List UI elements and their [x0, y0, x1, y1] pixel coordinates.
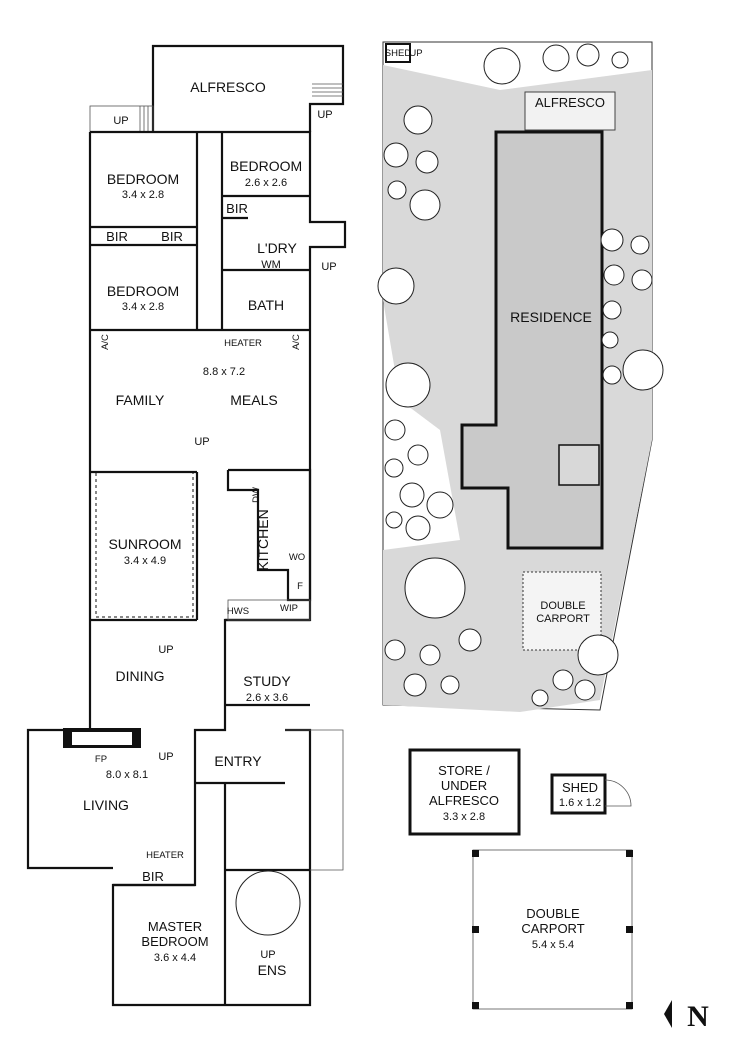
- bedroom-2-label: BEDROOM: [230, 158, 302, 174]
- north-label: N: [687, 1000, 709, 1033]
- bath-label: BATH: [248, 297, 284, 313]
- bedroom-1-size: 3.4 x 2.8: [122, 189, 164, 201]
- store-size: 3.3 x 2.8: [443, 811, 485, 823]
- ens-label: ENS: [258, 962, 287, 978]
- dining-label: DINING: [116, 668, 165, 684]
- site-plan: SHED UP ALFRESCO RESIDENCE DOUBLE CARPOR…: [377, 41, 664, 712]
- wo-label: WO: [289, 552, 305, 563]
- living-label: LIVING: [83, 797, 129, 813]
- site-carport-label-2: CARPORT: [536, 613, 590, 625]
- kitchen-label: KITCHEN: [255, 509, 271, 570]
- fp-label: FP: [95, 754, 107, 765]
- master-label-1: MASTER: [148, 919, 202, 934]
- bedroom-3-label: BEDROOM: [107, 283, 179, 299]
- carport-label-1: DOUBLE: [526, 906, 580, 921]
- shed-label: SHED: [562, 780, 598, 795]
- heater-label-1: HEATER: [224, 338, 262, 349]
- site-alfresco-label: ALFRESCO: [535, 95, 605, 110]
- study-label: STUDY: [243, 673, 291, 689]
- bir-label-2: BIR: [106, 229, 128, 244]
- bedroom-3-size: 3.4 x 2.8: [122, 301, 164, 313]
- ac-label-1: A/C: [100, 334, 111, 350]
- ac-label-2: A/C: [291, 334, 302, 350]
- sunroom-label: SUNROOM: [108, 536, 181, 552]
- residence-label: RESIDENCE: [510, 309, 592, 325]
- store-label-3: ALFRESCO: [429, 793, 499, 808]
- study-size: 2.6 x 3.6: [246, 692, 288, 704]
- wm-label: WM: [261, 259, 281, 271]
- wip-label: WIP: [280, 603, 298, 614]
- entry-label: ENTRY: [214, 753, 262, 769]
- carport-size: 5.4 x 5.4: [532, 939, 574, 951]
- bir-label-1: BIR: [226, 201, 248, 216]
- sunroom-size: 3.4 x 4.9: [124, 555, 166, 567]
- site-shed-label: SHED: [385, 48, 412, 59]
- up-label-5: UP: [158, 644, 173, 656]
- bir-label-3: BIR: [161, 229, 183, 244]
- heater-label-2: HEATER: [146, 850, 184, 861]
- alfresco-label: ALFRESCO: [190, 79, 266, 95]
- house-floor-plan: ALFRESCO UP UP BEDROOM 3.4 x 2.8 BEDROOM…: [26, 44, 347, 1007]
- master-label-2: BEDROOM: [141, 934, 208, 949]
- up-label-3: UP: [321, 261, 336, 273]
- living-size: 8.0 x 8.1: [106, 769, 148, 781]
- carport-label-2: CARPORT: [521, 921, 584, 936]
- up-label-1: UP: [113, 115, 128, 127]
- up-label-4: UP: [194, 436, 209, 448]
- f-label: F: [297, 581, 303, 592]
- outbuildings: STORE / UNDER ALFRESCO 3.3 x 2.8 SHED 1.…: [408, 748, 633, 1010]
- store-label-1: STORE /: [438, 763, 490, 778]
- family-label: FAMILY: [116, 392, 165, 408]
- site-up-label: UP: [409, 48, 422, 59]
- dw-label: DW: [251, 487, 262, 503]
- trees: [377, 43, 664, 707]
- residence-building: [460, 130, 604, 550]
- laundry-label: L'DRY: [257, 240, 297, 256]
- master-size: 3.6 x 4.4: [154, 952, 196, 964]
- up-label-7: UP: [260, 949, 275, 961]
- north-arrow: N: [664, 1000, 709, 1033]
- up-label-6: UP: [158, 751, 173, 763]
- meals-size: 8.8 x 7.2: [203, 366, 245, 378]
- bedroom-2-size: 2.6 x 2.6: [245, 177, 287, 189]
- bir-label-4: BIR: [142, 869, 164, 884]
- shed-size: 1.6 x 1.2: [559, 797, 601, 809]
- meals-label: MEALS: [230, 392, 277, 408]
- hws-label: HWS: [227, 606, 249, 617]
- up-label-2: UP: [317, 109, 332, 121]
- site-carport-label-1: DOUBLE: [540, 600, 585, 612]
- bedroom-1-label: BEDROOM: [107, 171, 179, 187]
- store-label-2: UNDER: [441, 778, 487, 793]
